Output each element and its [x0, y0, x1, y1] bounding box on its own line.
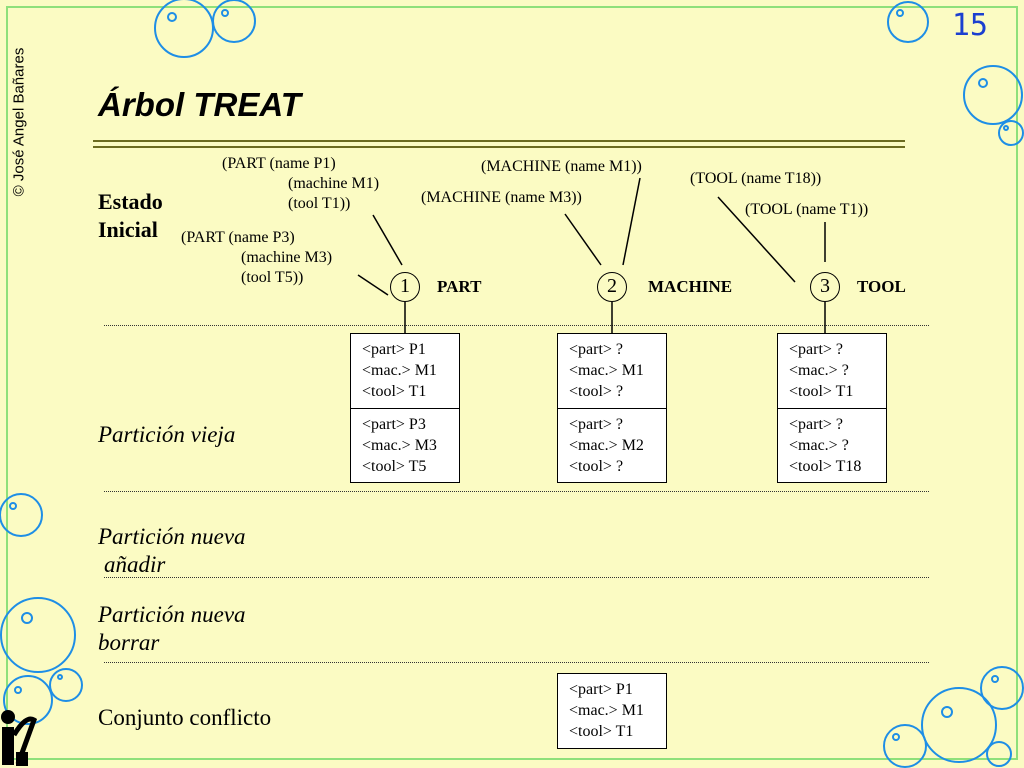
fact-machine-m1: (MACHINE (name M1)) — [481, 158, 642, 175]
section-estado-inicial: Estado Inicial — [98, 189, 163, 242]
slide-title: Árbol TREAT — [98, 86, 301, 123]
memory-entry: <part> P3<mac.> M3<tool> T5 — [351, 408, 459, 482]
section-particion-nueva-borrar: Partición nueva borrar — [98, 602, 246, 655]
fact-part-p3: (PART (name P3) (machine M3) (tool T5)) — [181, 229, 333, 286]
separator-line — [104, 325, 929, 326]
slide-frame — [6, 6, 1018, 760]
fact-tool-t1: (TOOL (name T1)) — [745, 201, 869, 218]
memory-entry: <part> ?<mac.> ?<tool> T18 — [778, 408, 886, 482]
alpha-memory-machine: <part> ?<mac.> M1<tool> ? <part> ?<mac.>… — [557, 333, 667, 483]
alpha-node-tool: 3 — [810, 272, 840, 302]
memory-entry: <part> P1<mac.> M1<tool> T1 — [362, 341, 437, 400]
memory-entry: <part> ?<mac.> ?<tool> T1 — [789, 341, 854, 400]
fact-machine-m3: (MACHINE (name M3)) — [421, 189, 582, 206]
section-conjunto-conflicto: Conjunto conflicto — [98, 705, 272, 730]
page-number: 15 — [951, 8, 988, 43]
fact-tool-t18: (TOOL (name T18)) — [690, 170, 822, 187]
separator-line — [104, 577, 929, 578]
node-label-tool: TOOL — [857, 277, 906, 296]
conflict-entry: <part> P1<mac.> M1<tool> T1 — [569, 681, 644, 740]
node-label-machine: MACHINE — [648, 277, 733, 296]
memory-entry: <part> ?<mac.> M2<tool> ? — [558, 408, 666, 482]
alpha-memory-tool: <part> ?<mac.> ?<tool> T1 <part> ?<mac.>… — [777, 333, 887, 483]
separator-line — [104, 662, 929, 663]
fact-part-p1: (PART (name P1) (machine M1) (tool T1)) — [222, 155, 380, 212]
section-particion-nueva-anadir: Partición nueva añadir — [98, 524, 246, 577]
node-label-part: PART — [437, 277, 482, 296]
memory-entry: <part> ?<mac.> M1<tool> ? — [569, 341, 644, 400]
conflict-set-box: <part> P1<mac.> M1<tool> T1 — [557, 673, 667, 749]
section-particion-vieja: Partición vieja — [98, 422, 236, 447]
alpha-node-part: 1 — [390, 272, 420, 302]
title-underline — [93, 140, 905, 148]
alpha-memory-part: <part> P1<mac.> M1<tool> T1 <part> P3<ma… — [350, 333, 460, 483]
separator-line — [104, 491, 929, 492]
alpha-node-machine: 2 — [597, 272, 627, 302]
